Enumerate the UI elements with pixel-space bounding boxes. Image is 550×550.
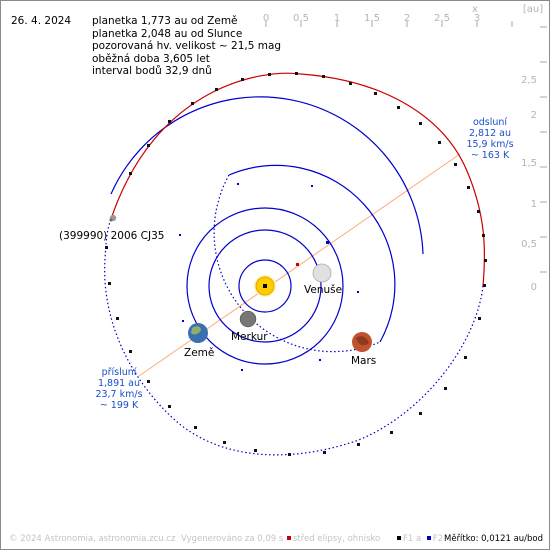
- aphelion-annotation: odsluní 2,812 au 15,9 km/s ~ 163 K: [466, 117, 513, 161]
- asteroid-earth-distance: planetka 1,773 au od Země: [92, 15, 238, 27]
- mars-shading: [356, 336, 369, 346]
- y-tick: 0: [531, 282, 537, 293]
- x-tick: 0,5: [293, 13, 309, 24]
- aphelion-distance: 2,812 au: [469, 128, 511, 139]
- perihelion-speed: 23,7 km/s: [95, 389, 142, 400]
- venus-label: Venuše: [304, 284, 342, 296]
- y-tick: 1,5: [521, 158, 537, 169]
- asteroid-sun-distance: planetka 2,048 au od Slunce: [92, 27, 243, 40]
- earth-orbit: [186, 207, 344, 365]
- orbital-period: oběžná doba 3,605 let: [92, 52, 210, 65]
- generation-time: Vygenerováno za 0,09 s: [181, 534, 284, 544]
- x-tick: 1: [334, 13, 340, 24]
- legend-f1-label: F1 a: [403, 534, 422, 544]
- x-tick: 3: [474, 13, 480, 24]
- focus-f1-dot-icon: [397, 536, 401, 540]
- x-tick: 2,5: [434, 13, 450, 24]
- aphelion-title: odsluní: [473, 117, 507, 128]
- asteroid-markers-far: [105, 246, 481, 456]
- legend-f2-label: F2: [432, 534, 444, 544]
- mercury-orbit: [238, 259, 292, 313]
- venus-orbit: [208, 229, 322, 343]
- focus-f2-dot-icon: [426, 536, 431, 540]
- mars-label: Mars: [351, 355, 376, 367]
- scale-label: Měřítko: 0,0121 au/bod: [444, 534, 544, 544]
- aphelion-speed: 15,9 km/s: [466, 139, 513, 150]
- perihelion-temp: ~ 199 K: [100, 400, 139, 411]
- x-axis-label: x: [472, 4, 478, 15]
- x-tick-labels: 0 0,5 1 1,5 2 2,5 3 x [au]: [263, 4, 543, 24]
- y-tick: 2: [531, 110, 537, 121]
- perihelion-annotation: přísluní 1,891 au 23,7 km/s ~ 199 K: [95, 367, 142, 411]
- center-dot-icon: [287, 536, 291, 540]
- asteroid-orbit-south: [104, 218, 484, 456]
- asteroid-markers-near: [129, 72, 487, 287]
- earth-label: Země: [184, 347, 214, 359]
- y-tick: 1: [531, 199, 537, 210]
- venus-planet: [312, 263, 332, 283]
- perihelion-title: přísluní: [102, 367, 137, 378]
- x-tick: 0: [263, 13, 269, 24]
- jupiter-orbit-arc: [110, 96, 424, 255]
- apsis-line: [138, 153, 461, 377]
- axis-ticks: [265, 21, 547, 273]
- ellipse-center-marker: [296, 263, 299, 266]
- x-tick: 2: [404, 13, 410, 24]
- asteroid-marker: [109, 214, 117, 222]
- observed-magnitude: pozorovaná hv. velikost ~ 21,5 mag: [92, 40, 282, 52]
- earth-landmass: [191, 326, 201, 335]
- axis-unit: [au]: [523, 4, 543, 15]
- focus-f2-marker: [326, 241, 329, 244]
- asteroid-orbit-north: [110, 72, 486, 287]
- date-label: 26. 4. 2024: [11, 15, 72, 27]
- legend-center: střed elipsy, ohnisko: [287, 534, 380, 544]
- legend-foci: F1 a F2: [397, 534, 443, 544]
- perihelion-distance: 1,891 au: [98, 378, 140, 389]
- x-tick: 1,5: [364, 13, 380, 24]
- copyright-link[interactable]: © 2024 Astronomia, astronomia.zcu.cz: [9, 534, 176, 544]
- y-tick: 2,5: [521, 75, 537, 86]
- mercury-planet: [239, 310, 257, 328]
- mars-markers: [179, 183, 359, 371]
- aphelion-temp: ~ 163 K: [471, 150, 510, 161]
- y-tick: 0,5: [521, 239, 537, 250]
- mars-orbit-near: [228, 164, 396, 343]
- sun-focus-marker: [263, 284, 267, 288]
- legend-center-label: střed elipsy, ohnisko: [293, 534, 381, 544]
- mercury-label: Merkur: [231, 331, 268, 343]
- info-block: planetka 1,773 au od Země planetka 2,048…: [92, 15, 281, 78]
- asteroid-label: (399990) 2006 CJ35: [59, 230, 164, 242]
- y-tick-labels: 2,5 2 1,5 1 0,5 0: [521, 75, 537, 293]
- point-interval: interval bodů 32,9 dnů: [92, 65, 212, 77]
